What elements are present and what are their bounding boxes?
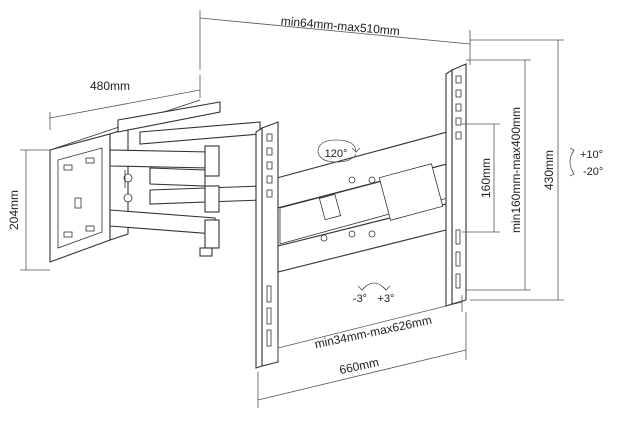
tilt-up-label: +10°	[580, 149, 603, 161]
vesa-vertical-label: min160mm-max400mm	[509, 107, 523, 233]
top-width-dimension: min64mm-max510mm	[199, 10, 471, 70]
arm-depth-label: 480mm	[90, 79, 130, 93]
vesa-horizontal-dimension: min34mm-max626mm	[277, 295, 463, 360]
tilt-indicator: +10° -20°	[569, 147, 603, 178]
overall-height-dimension: 430mm	[470, 39, 564, 301]
top-width-label: min64mm-max510mm	[280, 14, 400, 38]
wall-plate-height-dimension: 204mm	[7, 149, 50, 271]
overall-height-label: 430mm	[542, 150, 556, 190]
left-vertical-bracket	[255, 121, 279, 369]
level-adjust-indicator: -3° +3°	[353, 282, 395, 305]
articulating-arms	[109, 101, 263, 257]
level-right-label: +3°	[378, 293, 395, 305]
wall-plate-height-label: 204mm	[7, 190, 21, 230]
swivel-label: 120°	[325, 148, 348, 160]
swivel-indicator: 120°	[317, 139, 361, 163]
vesa-vertical-dimension: min160mm-max400mm	[466, 59, 531, 291]
arm-depth-dimension: 480mm	[49, 75, 201, 130]
vesa-horizontal-label: min34mm-max626mm	[313, 313, 433, 352]
tilt-down-label: -20°	[583, 166, 603, 178]
inner-height-label: 160mm	[479, 158, 493, 198]
level-left-label: -3°	[353, 293, 367, 305]
inner-height-dimension: 160mm	[462, 123, 500, 233]
overall-width-label: 660mm	[338, 355, 380, 377]
right-vertical-bracket	[445, 63, 467, 307]
cross-rail	[261, 127, 463, 277]
